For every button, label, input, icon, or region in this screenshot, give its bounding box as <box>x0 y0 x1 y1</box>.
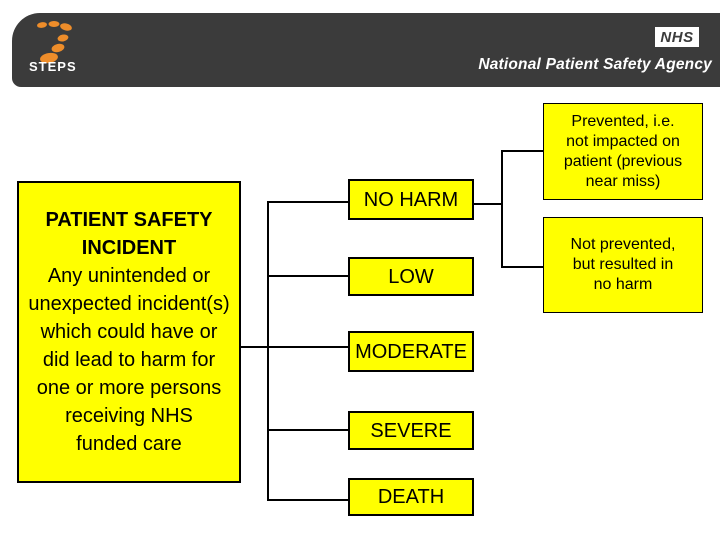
connector-line-no-harm-right <box>474 203 503 205</box>
severity-box-moderate: MODERATE <box>348 331 474 372</box>
connector-line-right-branch <box>501 150 503 268</box>
root-box-title: PATIENT SAFETY INCIDENT <box>45 209 213 259</box>
seven-steps-logo-icon <box>37 21 72 64</box>
connector-line-root-to-moderate <box>241 346 348 348</box>
root-box-body: Any unintended or unexpected incident(s)… <box>28 265 230 455</box>
severity-box-low: LOW <box>348 257 474 296</box>
outcome-box-not-prevented: Not prevented, but resulted in no harm <box>543 217 703 313</box>
agency-name: National Patient Safety Agency <box>478 56 712 73</box>
outcome-box-prevented: Prevented, i.e. not impacted on patient … <box>543 103 703 200</box>
nhs-logo-text: NHS <box>660 28 694 46</box>
severity-box-severe: SEVERE <box>348 411 474 450</box>
connector-line-to-prevented <box>501 150 543 152</box>
connector-line-to-death <box>267 499 348 501</box>
header-banner: STEPS NHS National Patient Safety Agency <box>12 13 720 87</box>
connector-line-to-severe <box>267 429 348 431</box>
connector-line-to-no-harm <box>267 201 348 203</box>
steps-logo-label: STEPS <box>29 59 77 74</box>
connector-line-to-low <box>267 275 348 277</box>
connector-line-trunk <box>267 201 269 501</box>
severity-box-death: DEATH <box>348 478 474 516</box>
nhs-logo: NHS <box>655 27 699 47</box>
connector-line-to-not-prevented <box>501 266 543 268</box>
severity-box-no-harm: NO HARM <box>348 179 474 220</box>
patient-safety-incident-box: PATIENT SAFETY INCIDENT Any unintended o… <box>17 181 241 483</box>
